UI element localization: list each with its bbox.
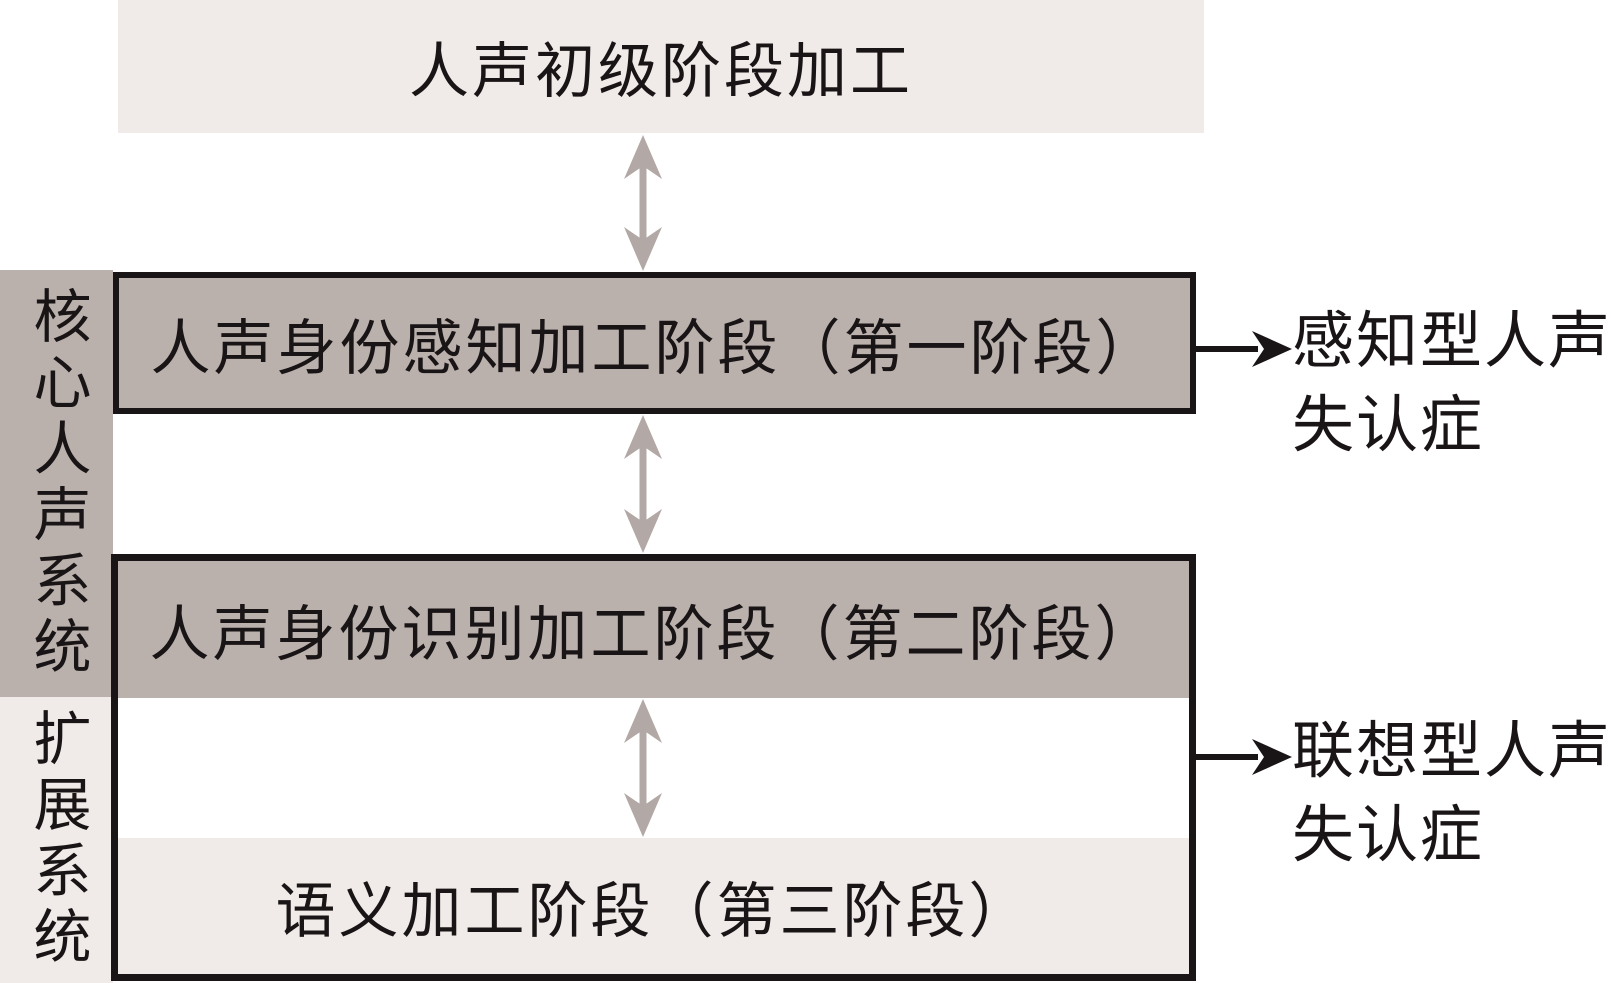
bidirectional-arrow-icon-1 bbox=[620, 135, 666, 271]
primary-stage-box: 人声初级阶段加工 bbox=[118, 0, 1204, 133]
arrow-right-icon-1 bbox=[1196, 331, 1292, 367]
arrow-right-icon-2 bbox=[1196, 739, 1292, 775]
primary-stage-label: 人声初级阶段加工 bbox=[409, 39, 913, 105]
associative-agnosia-line2: 失认症 bbox=[1292, 802, 1485, 870]
core-voice-system-band: 核心人声系统 bbox=[0, 270, 113, 697]
associative-agnosia-label: 联想型人声 失认症 bbox=[1292, 710, 1611, 878]
core-extended-system-box: 人声身份识别加工阶段（第二阶段） 语义加工阶段（第三阶段） bbox=[111, 554, 1196, 981]
perceptual-agnosia-label: 感知型人声 失认症 bbox=[1292, 300, 1611, 468]
extended-system-band: 扩展系统 bbox=[0, 697, 113, 983]
stage1-box: 人声身份感知加工阶段（第一阶段） bbox=[113, 272, 1196, 414]
bidirectional-arrow-icon-2 bbox=[620, 415, 666, 553]
stage3-label: 语义加工阶段（第三阶段） bbox=[275, 878, 1032, 945]
extended-system-label: 扩展系统 bbox=[24, 708, 90, 972]
stage3-box: 语义加工阶段（第三阶段） bbox=[118, 838, 1189, 974]
stage1-label: 人声身份感知加工阶段（第一阶段） bbox=[150, 315, 1159, 382]
stage2-box: 人声身份识别加工阶段（第二阶段） bbox=[118, 561, 1189, 698]
stage2-label: 人声身份识别加工阶段（第二阶段） bbox=[149, 602, 1158, 668]
perceptual-agnosia-line1: 感知型人声 bbox=[1292, 308, 1611, 376]
core-voice-system-label: 核心人声系统 bbox=[24, 285, 90, 682]
associative-agnosia-line1: 联想型人声 bbox=[1292, 718, 1611, 786]
bidirectional-arrow-icon-3 bbox=[620, 699, 666, 837]
perceptual-agnosia-line2: 失认症 bbox=[1292, 392, 1485, 460]
